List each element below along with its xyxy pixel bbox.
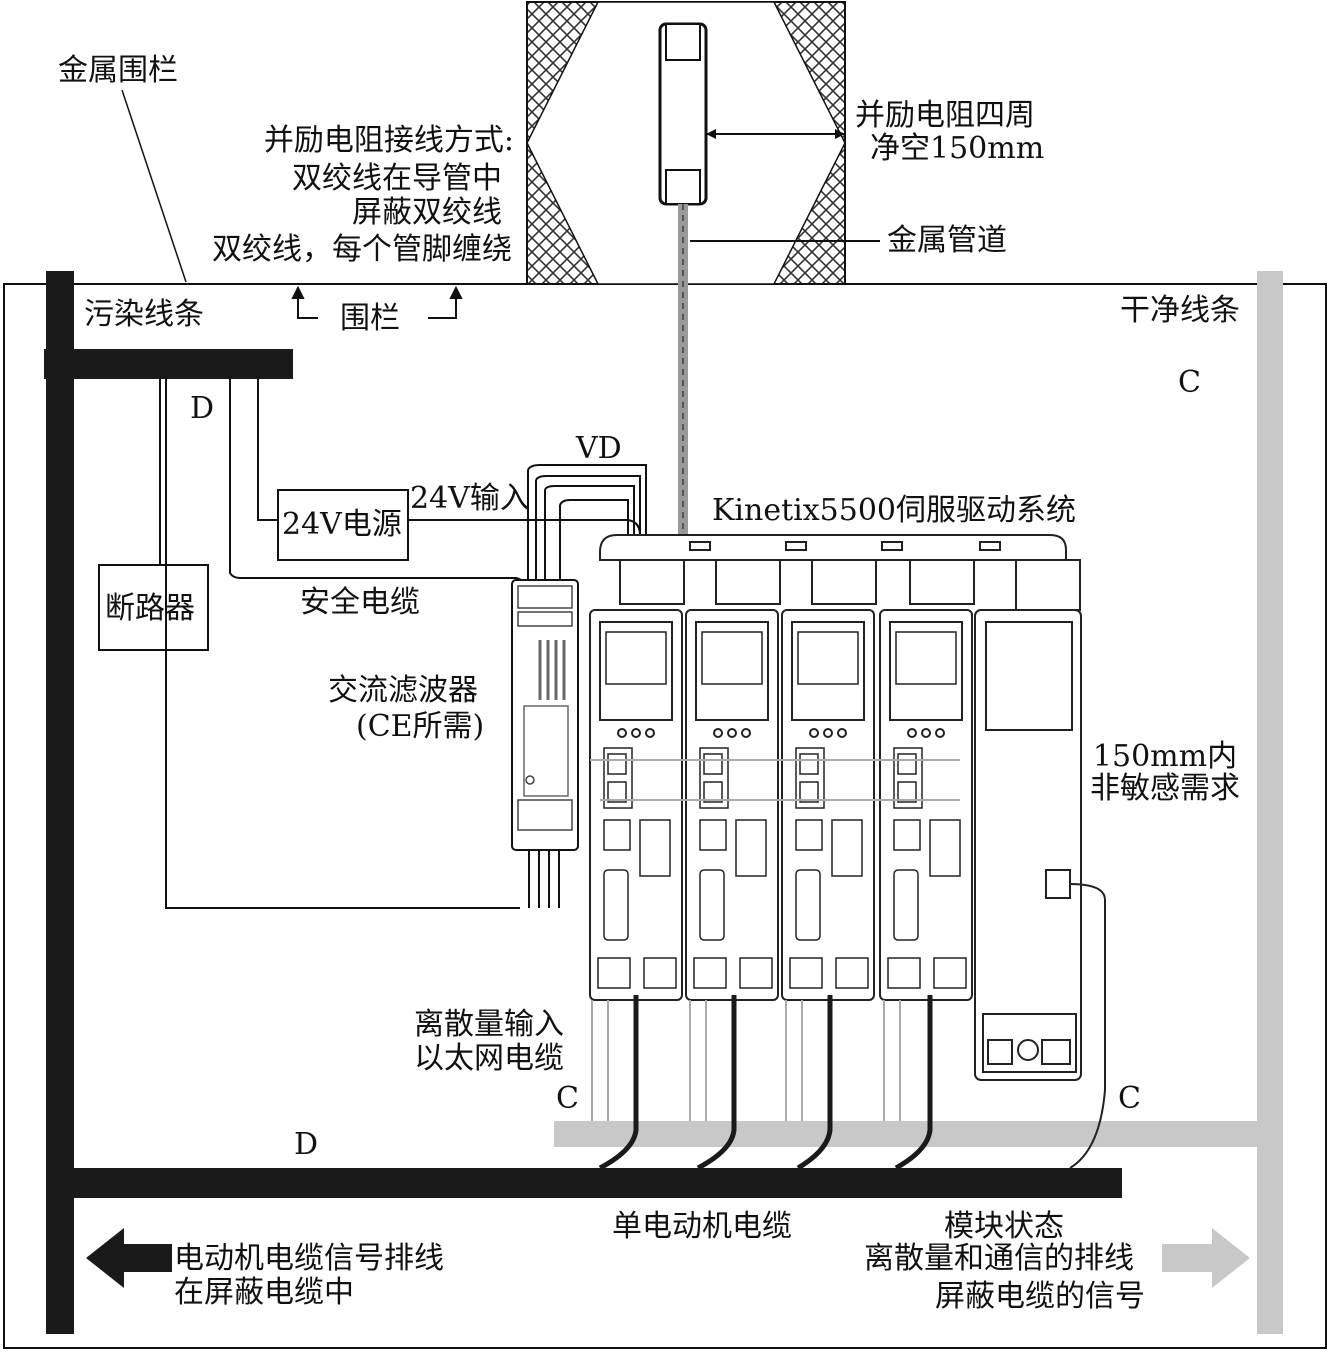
shunt-wiring-3: 双绞线，每个管脚缠绕: [212, 232, 512, 267]
zone-d-bottom: D: [294, 1127, 319, 1162]
discrete-label-2: 以太网电缆: [414, 1041, 564, 1076]
capacitor-module: [974, 559, 1106, 1169]
vd-label: VD: [576, 431, 622, 466]
power-supply-24v: [277, 489, 409, 561]
drive-module: [685, 559, 781, 1001]
module-status-label-2: 离散量和通信的排线: [864, 1241, 1134, 1276]
dirty-wireway: [44, 271, 1122, 1334]
circuit-breaker: [98, 564, 209, 651]
zone-c-right: C: [1118, 1081, 1141, 1116]
safety-cable-label: 安全电缆: [300, 585, 420, 620]
dirty-wireway-label: 污染线条: [84, 297, 204, 332]
drive-module: [879, 559, 975, 1001]
dc-bus: [599, 534, 1067, 561]
motor-route-label-2: 在屏蔽电缆中: [174, 1275, 354, 1310]
clean-wireway-label: 干净线条: [1120, 293, 1240, 328]
module-status-label-3: 屏蔽电缆的信号: [935, 1279, 1145, 1314]
discrete-label-1: 离散量输入: [414, 1007, 564, 1042]
module-status-label-1: 模块状态: [944, 1209, 1064, 1244]
fence-leader: [121, 89, 187, 283]
ac-filter-label-1: 交流滤波器: [328, 673, 478, 708]
fence-markers: [291, 285, 463, 319]
motor-cables: [598, 995, 933, 1171]
comms-cables: [590, 759, 960, 1121]
shunt-wiring-1: 双绞线在导管中: [292, 161, 502, 196]
drive-modules: [589, 559, 975, 1001]
ac-filter-label-2: (CE所需): [356, 709, 485, 744]
power-24v-label: 24V电源: [282, 507, 402, 542]
zone-c-mid: C: [556, 1081, 579, 1116]
within-150-label-1: 150mm内: [1092, 739, 1238, 774]
drive-module: [781, 559, 877, 1001]
ac-filter-device: [511, 579, 579, 851]
metal-conduit: [678, 204, 880, 535]
motor-route-label-1: 电动机电缆信号排线: [174, 1241, 444, 1276]
single-motor-cable-label: 单电动机电缆: [612, 1209, 792, 1244]
shunt-wiring-2: 屏蔽双绞线: [352, 195, 502, 230]
motor-route-arrow: [86, 1228, 172, 1288]
shunt-clearance-1: 并励电阻四周: [855, 98, 1035, 133]
within-150-label-2: 非敏感需求: [1090, 771, 1240, 806]
system-name-label: Kinetix5500伺服驱动系统: [712, 493, 1076, 528]
drive-module: [589, 559, 685, 1001]
zone-d-top: D: [190, 391, 215, 426]
zone-c-top: C: [1178, 365, 1201, 400]
fence-label: 围栏: [340, 301, 400, 336]
signal-route-arrow: [1162, 1228, 1250, 1288]
breaker-label: 断路器: [105, 591, 195, 626]
metal-fence-label: 金属围栏: [58, 53, 178, 88]
shunt-clearance-2: 净空150mm: [870, 131, 1045, 166]
metal-conduit-label: 金属管道: [887, 223, 1007, 258]
shunt-wiring-title: 并励电阻接线方式:: [263, 123, 514, 158]
input-24v-label: 24V输入: [410, 481, 530, 516]
clean-wireway: [554, 271, 1283, 1334]
